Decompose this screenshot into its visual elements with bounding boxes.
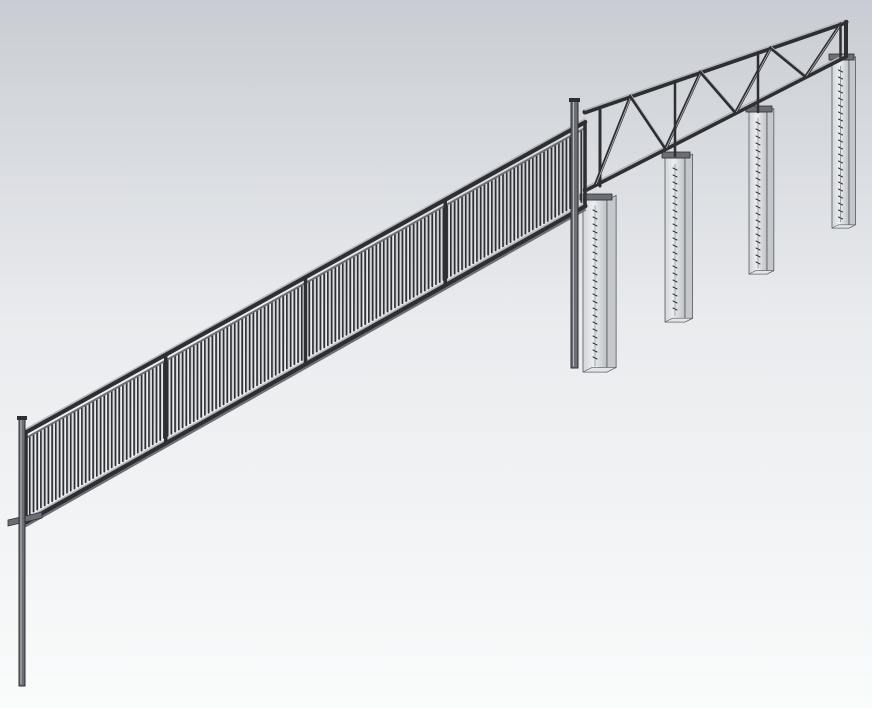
right-catch-post-cap xyxy=(569,98,580,102)
left-end-post-cap xyxy=(17,416,27,420)
truss-web-member xyxy=(593,94,633,187)
truss-web-highlight xyxy=(666,70,702,149)
column-side-face xyxy=(766,107,775,275)
column-side-face xyxy=(684,153,693,323)
column-side-face xyxy=(848,56,856,229)
truss-web-member xyxy=(698,70,738,115)
truss-web-highlight xyxy=(771,46,808,77)
truss-top-chord-highlight xyxy=(584,19,847,111)
column-base xyxy=(831,224,856,229)
gate-frame xyxy=(7,118,588,527)
truss-web-member xyxy=(734,46,773,115)
support-column xyxy=(828,53,856,229)
left-end-post xyxy=(18,417,26,687)
column-side-face xyxy=(606,194,617,373)
support-column xyxy=(745,105,775,275)
right-catch-post xyxy=(570,99,579,369)
truss-web-member xyxy=(769,46,808,79)
truss-web-highlight xyxy=(631,94,667,149)
truss-web-member xyxy=(663,70,703,151)
column-base xyxy=(582,367,617,373)
column-base xyxy=(664,317,693,323)
truss-bottom-chord xyxy=(582,53,849,193)
truss-web-highlight xyxy=(736,46,773,113)
support-columns xyxy=(579,53,856,373)
truss-web-highlight xyxy=(596,94,632,185)
gate-top-rail-highlight xyxy=(25,118,586,430)
support-column xyxy=(661,151,693,323)
truss-web-highlight xyxy=(701,70,738,113)
gate-bottom-rail-lower xyxy=(25,209,586,527)
column-base xyxy=(748,270,774,275)
support-truss xyxy=(582,19,849,193)
truss-web-highlight xyxy=(806,22,843,77)
truss-bottom-chord-highlight xyxy=(584,53,847,189)
column-cap-plate xyxy=(579,193,613,201)
gate-infill-bars xyxy=(25,127,587,517)
support-column xyxy=(579,193,617,373)
end-posts xyxy=(17,98,580,687)
truss-web-member xyxy=(628,94,668,151)
